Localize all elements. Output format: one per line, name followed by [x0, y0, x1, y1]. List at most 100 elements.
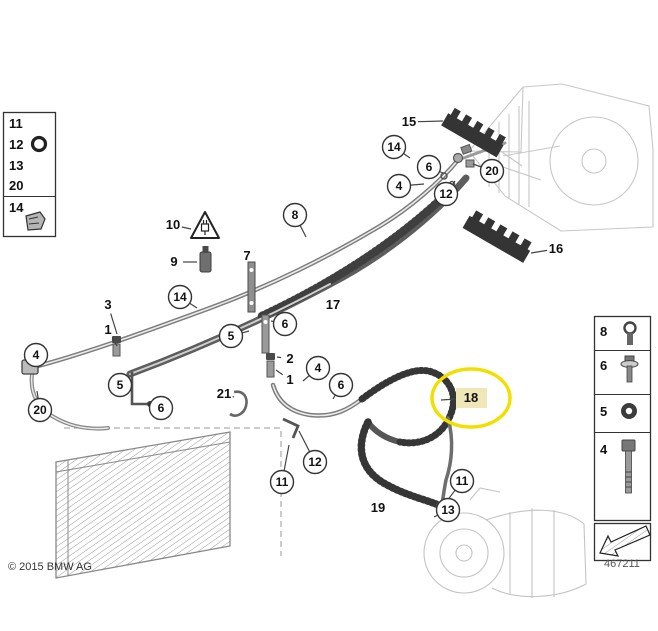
callout-circle: [218, 323, 244, 349]
callout-label: 4: [33, 348, 40, 362]
direction-indicator: [593, 522, 652, 562]
leader-line: [302, 375, 310, 382]
callout-circle: [269, 469, 295, 495]
callout-11[interactable]: 11: [446, 468, 475, 502]
callout-7[interactable]: 7: [243, 248, 250, 263]
leader-line: [440, 398, 457, 401]
callout-1[interactable]: 1: [275, 369, 294, 387]
leader-line: [111, 337, 118, 347]
service-valve-1b: [266, 360, 275, 378]
callout-circle: [328, 372, 354, 398]
callout-label: 9: [170, 254, 177, 269]
callout-circle: [107, 372, 133, 398]
callout-3[interactable]: 3: [104, 297, 118, 335]
callout-13[interactable]: 13: [433, 497, 461, 523]
callout-label: 6: [426, 160, 433, 174]
leader-line: [275, 369, 284, 376]
legend-item-11[interactable]: 11: [9, 116, 23, 131]
callout-label: 14: [387, 140, 401, 154]
leader-line: [181, 226, 192, 230]
callout-19[interactable]: 19: [371, 500, 385, 515]
legend-item-8[interactable]: 8: [600, 324, 607, 339]
callout-circle: [305, 355, 331, 381]
bracket-16: [462, 210, 532, 263]
callout-label: 5: [117, 378, 124, 392]
callout-circle: [433, 181, 459, 207]
callout-17[interactable]: 17: [326, 297, 340, 312]
callout-label: 12: [308, 455, 322, 469]
callout-label: 10: [166, 217, 180, 232]
callout-label: 4: [315, 361, 322, 375]
retaining-clip-icon: [25, 211, 46, 231]
leader-line: [241, 330, 250, 334]
callout-circle: [272, 311, 298, 337]
callout-label: 3: [104, 297, 111, 312]
leader-line: [298, 430, 311, 453]
callout-6[interactable]: 6: [148, 395, 174, 421]
o-ring-seal-icon: [30, 135, 48, 153]
callout-10[interactable]: 10: [166, 217, 192, 232]
callout-16[interactable]: 16: [530, 241, 563, 256]
leader-line: [410, 183, 425, 186]
leader-line: [299, 225, 307, 238]
bracket-6-mid: [261, 314, 270, 354]
callout-label: 5: [228, 329, 235, 343]
callout-4[interactable]: 4: [386, 173, 425, 199]
callout-label: 20: [485, 164, 499, 178]
callout-6[interactable]: 6: [328, 372, 354, 400]
callout-circle: [282, 202, 308, 228]
leader-line: [276, 356, 282, 359]
callout-6[interactable]: 6: [270, 311, 298, 337]
dashed-guide: [64, 427, 282, 556]
callout-4[interactable]: 4: [302, 355, 331, 382]
callout-11[interactable]: 11: [269, 444, 295, 495]
leader-line: [403, 153, 411, 159]
leader-line: [189, 302, 198, 309]
callout-1[interactable]: 1: [104, 322, 118, 347]
legend-item-14[interactable]: 14: [9, 200, 24, 215]
leader-line: [472, 163, 482, 168]
callout-8[interactable]: 8: [282, 202, 308, 238]
callout-circle: [167, 284, 193, 310]
sensor-9: [199, 251, 212, 273]
legend-item-4[interactable]: 4: [600, 442, 608, 457]
callout-9[interactable]: 9: [170, 254, 197, 269]
highlight-label-bg: [456, 388, 487, 408]
legend-item-6[interactable]: 6: [600, 358, 607, 373]
callout-20[interactable]: 20: [472, 158, 505, 184]
legend-item-20[interactable]: 20: [9, 178, 23, 193]
callout-label: 21: [217, 386, 231, 401]
callout-2[interactable]: 2: [276, 351, 294, 366]
callout-label: 11: [276, 475, 289, 489]
callout-15[interactable]: 15: [402, 114, 444, 129]
callout-12[interactable]: 12: [433, 180, 459, 207]
callout-6[interactable]: 6: [416, 154, 444, 180]
callout-18[interactable]: 18: [430, 367, 512, 429]
callout-5[interactable]: 5: [107, 372, 133, 398]
callout-circle: [479, 158, 505, 184]
legend-item-13[interactable]: 13: [9, 158, 23, 173]
diagram-number: 467211: [604, 558, 640, 570]
warning-triangle-icon: [190, 211, 220, 239]
bracket-21: [229, 390, 248, 417]
callout-circle: [381, 134, 407, 160]
valve-cap-2: [266, 353, 275, 360]
callout-circle: [27, 397, 53, 423]
leader-line: [452, 180, 456, 185]
callout-5[interactable]: 5: [218, 323, 250, 349]
callout-label: 16: [549, 241, 563, 256]
legend-item-5[interactable]: 5: [600, 404, 607, 419]
callout-21[interactable]: 21: [217, 386, 235, 401]
callout-12[interactable]: 12: [298, 430, 328, 475]
callout-20[interactable]: 20: [27, 390, 53, 423]
callout-4[interactable]: 4: [23, 342, 49, 368]
callout-label: 14: [173, 290, 187, 304]
callout-label: 18: [464, 390, 478, 405]
callout-14[interactable]: 14: [167, 284, 198, 310]
callout-14[interactable]: 14: [381, 134, 411, 160]
leader-line: [283, 444, 290, 471]
legend-item-12[interactable]: 12: [9, 137, 23, 152]
